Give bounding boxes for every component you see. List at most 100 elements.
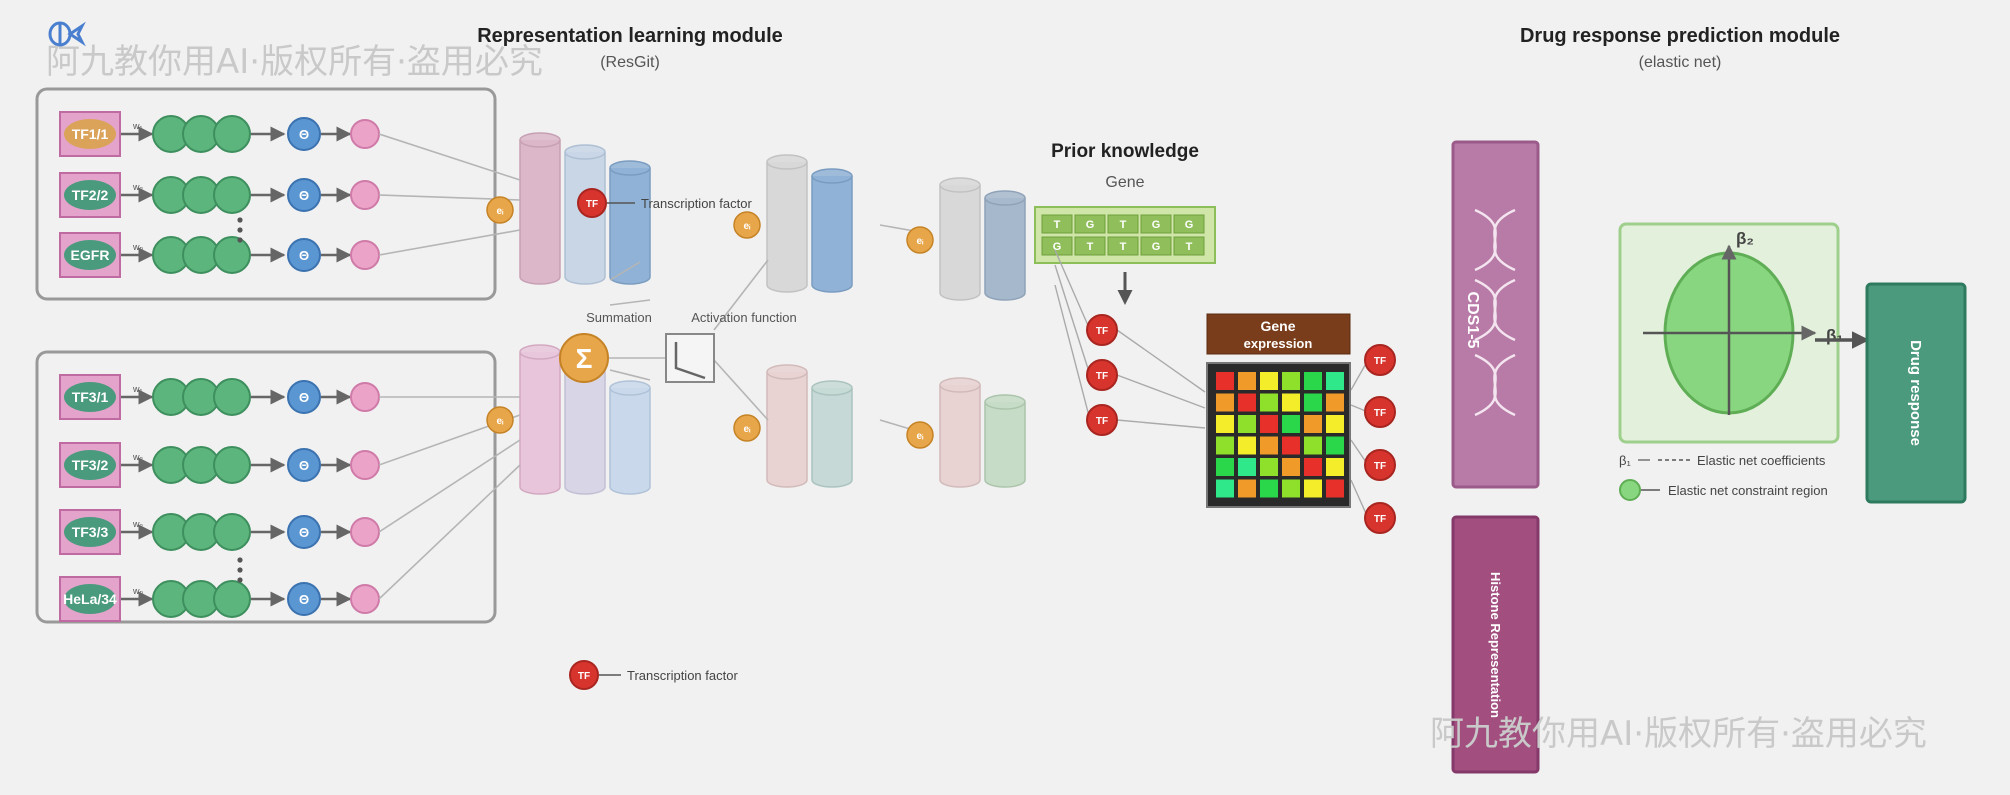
tf-node-label: TF <box>1374 514 1386 525</box>
weight-label: w₂ <box>132 182 143 192</box>
ei-node <box>733 211 761 239</box>
summation-label: Summation <box>586 310 652 325</box>
representation-subtitle: (ResGit) <box>600 54 660 71</box>
ei-node-label: eᵢ <box>917 236 925 247</box>
cylinder-body <box>609 388 651 495</box>
layer-cylinder <box>939 377 981 488</box>
heatmap-cell <box>1238 436 1256 455</box>
summation-symbol: Σ <box>576 343 593 374</box>
tf-node <box>1086 404 1118 436</box>
cylinder-body <box>939 185 981 301</box>
tf-node-label: TF <box>1374 356 1386 367</box>
legend-green-circle <box>1619 479 1641 501</box>
beta1-label: β₁ <box>1826 326 1843 345</box>
gene-base-cell <box>1107 214 1139 234</box>
tf-node-label: TF <box>578 671 590 682</box>
cylinder-top <box>811 380 853 396</box>
heatmap-cell <box>1260 415 1278 433</box>
tf-node-icon <box>577 188 607 218</box>
tf-node-label: TF <box>1096 416 1108 427</box>
heatmap-cell <box>1282 458 1300 476</box>
input-label: TF3/3 <box>72 524 109 540</box>
weight-label: w₂ <box>132 452 143 462</box>
gene-base-cell <box>1074 236 1106 256</box>
layer-cylinder <box>939 177 981 301</box>
tf-node <box>1364 344 1396 376</box>
cylinder-body <box>609 168 651 285</box>
tf-node-label: TF <box>1096 371 1108 382</box>
heatmap-cell <box>1304 393 1322 412</box>
gene-base-cell <box>1041 214 1073 234</box>
gene-base-label: G <box>1152 219 1161 231</box>
theta-symbol: Θ <box>299 188 309 203</box>
cylinder-top <box>811 168 853 184</box>
hidden-node <box>213 176 251 214</box>
theta-symbol: Θ <box>299 458 309 473</box>
gene-base-label: G <box>1086 219 1095 231</box>
gene-expression-header <box>1206 313 1351 355</box>
theta-node <box>287 448 321 482</box>
input-label-ellipse <box>64 517 116 547</box>
input-label-ellipse <box>64 382 116 412</box>
gene-base-label: G <box>1185 219 1194 231</box>
cylinder-body <box>766 372 808 488</box>
gene-base-cell <box>1074 214 1106 234</box>
heatmap-cell <box>1238 458 1256 476</box>
gene-base-cell <box>1107 236 1139 256</box>
cylinder-top <box>984 394 1026 410</box>
summation-node <box>559 333 609 383</box>
heatmap-cell <box>1282 372 1300 390</box>
heatmap-cell <box>1238 479 1256 498</box>
watermark-bottom: 阿九教你用AI·版权所有·盗用必究 <box>1430 714 1927 754</box>
layer-cylinder <box>609 160 651 285</box>
cylinder-body <box>564 368 606 495</box>
drug-module-title: Drug response prediction module <box>1520 25 1840 47</box>
weight-label: w₃ <box>132 519 143 529</box>
gene-base-label: G <box>1053 241 1062 253</box>
cylinder-body <box>811 388 853 488</box>
cylinder-body <box>984 402 1026 488</box>
heatmap-cell <box>1216 372 1234 390</box>
tf-node-label: TF <box>1096 326 1108 337</box>
heatmap-cell <box>1260 458 1278 476</box>
cylinder-body <box>811 176 853 293</box>
heatmap-cell <box>1304 458 1322 476</box>
cylinder-top <box>766 364 808 380</box>
representation-title: Representation learning module <box>477 25 783 47</box>
tf-legend-label: Transcription factor <box>627 668 738 683</box>
pink-node <box>350 584 380 614</box>
region-legend-label: Elastic net constraint region <box>1668 483 1828 498</box>
heatmap-cell <box>1282 479 1300 498</box>
ei-node-label: eᵢ <box>744 424 752 435</box>
top-input-group <box>35 87 497 301</box>
prior-knowledge-title: Prior knowledge <box>1051 141 1199 162</box>
heatmap-cell <box>1238 393 1256 412</box>
cylinder-body <box>519 352 561 495</box>
pink-node <box>350 450 380 480</box>
gene-base-label: T <box>1087 241 1094 253</box>
heatmap-cell <box>1304 479 1322 498</box>
gene-base-cell <box>1173 236 1205 256</box>
layer-cylinder <box>519 344 561 495</box>
cylinder-top <box>939 177 981 193</box>
heatmap-cell <box>1260 479 1278 498</box>
theta-symbol: Θ <box>299 248 309 263</box>
heatmap-cell <box>1238 415 1256 433</box>
beta2-label: β₂ <box>1736 229 1754 248</box>
gene-base-cell <box>1140 236 1172 256</box>
weight-label: wₙ <box>132 586 143 596</box>
cylinder-body <box>939 385 981 488</box>
heatmap-cell <box>1216 458 1234 476</box>
input-label: TF1/1 <box>72 126 109 142</box>
gene-base-cell <box>1140 214 1172 234</box>
gene-base-label: T <box>1186 241 1193 253</box>
theta-symbol: Θ <box>299 390 309 405</box>
heatmap-cell <box>1260 436 1278 455</box>
activation-function-box <box>665 333 715 383</box>
gene-base-cell <box>1173 214 1205 234</box>
